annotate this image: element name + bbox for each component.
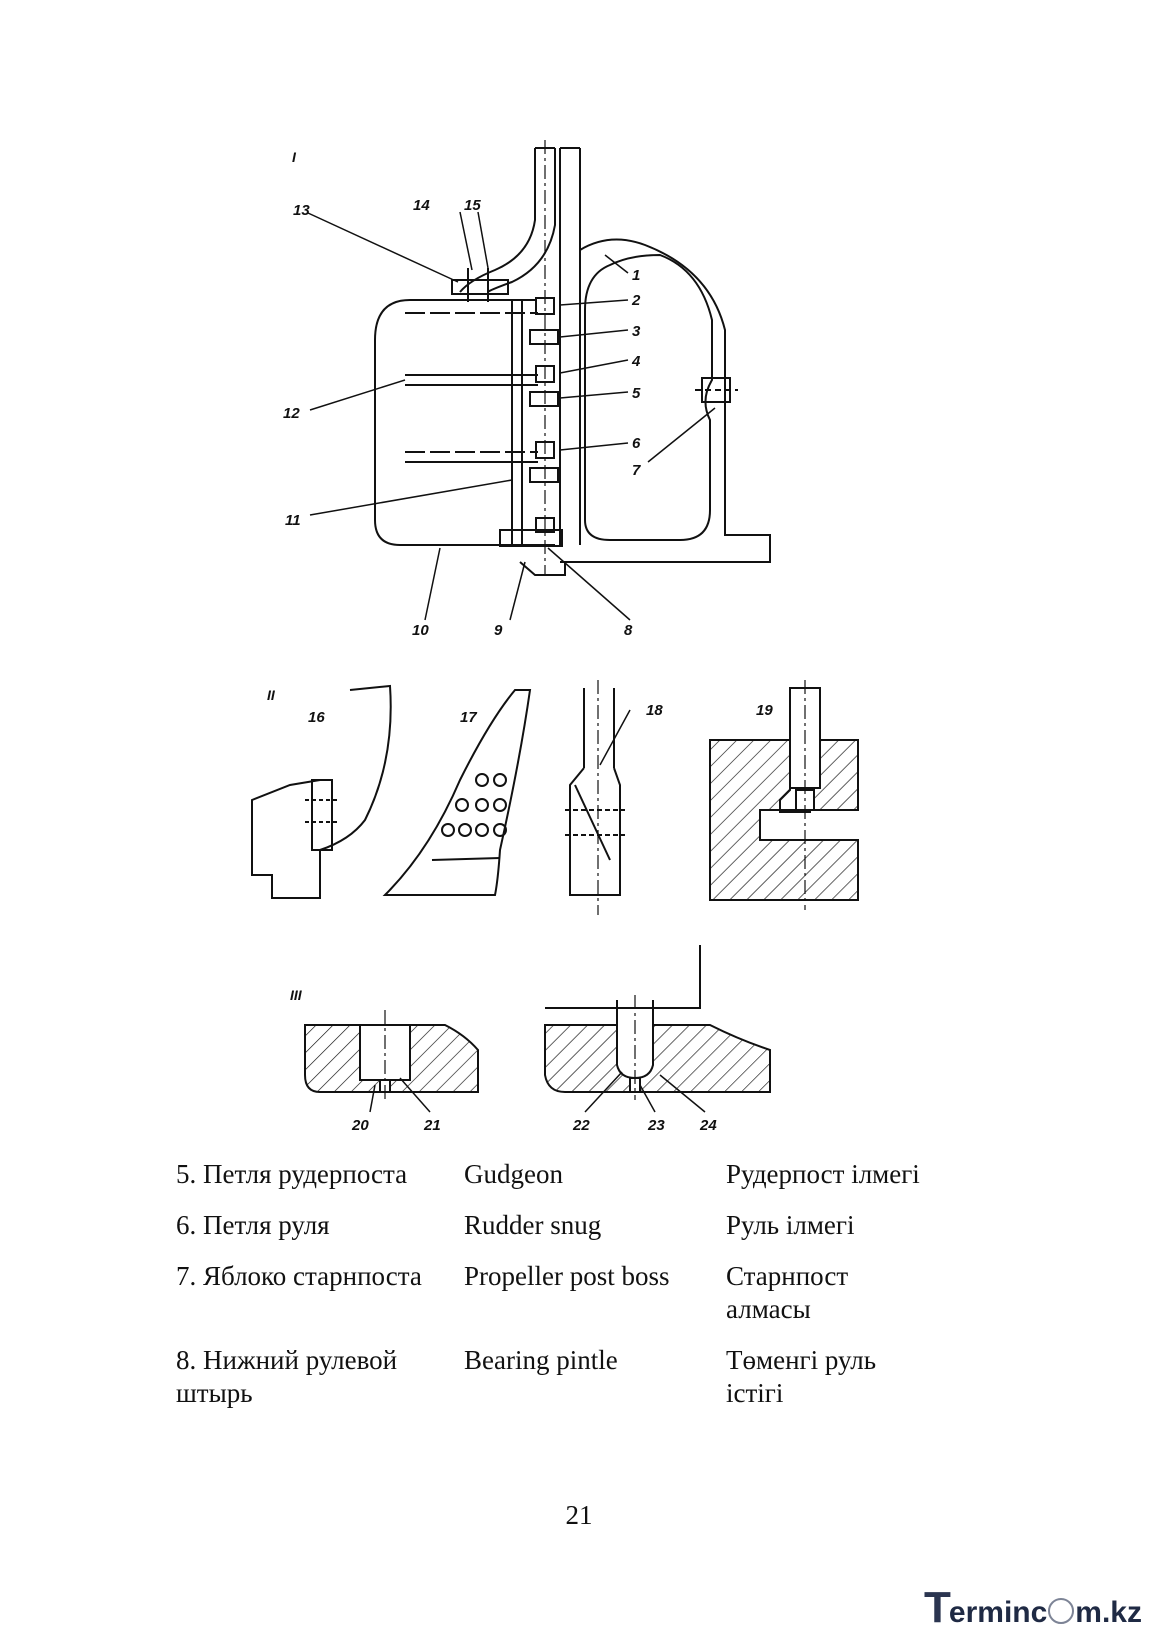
section-ii-drawing [251,680,859,915]
rudder-figure: I II III 1 2 3 4 5 6 7 8 9 10 11 12 13 1… [251,140,859,1134]
term-english: Gudgeon [464,1159,563,1189]
term-row: 7. Яблоко старнпоста Propeller post boss… [176,1260,936,1326]
section-label-iii: III [290,987,303,1003]
part-label-19: 19 [756,702,773,719]
part-label-11: 11 [285,512,301,529]
section-iii-drawing [304,945,771,1100]
term-russian: 7. Яблоко старнпоста [176,1261,422,1291]
part-label-6: 6 [632,435,641,452]
part-label-15: 15 [464,197,481,214]
part-label-5: 5 [632,385,641,402]
term-russian: 6. Петля руля [176,1210,330,1240]
part-label-4: 4 [631,353,641,370]
term-russian: 5. Петля рудерпоста [176,1159,408,1189]
part-label-3: 3 [632,323,641,340]
watermark-text: erminc [948,1596,1048,1629]
part-label-8: 8 [624,622,633,639]
part-label-20: 20 [351,1117,369,1134]
page-number: 21 [565,1500,593,1530]
part-label-14: 14 [413,197,430,214]
watermark-initial: T [924,1583,951,1632]
term-english: Bearing pintle [464,1345,618,1375]
part-label-7: 7 [632,462,641,479]
part-label-10: 10 [412,622,429,639]
term-russian: 8. Нижний рулевой штырь [176,1345,398,1408]
term-english: Propeller post boss [464,1261,670,1291]
part-label-1: 1 [632,267,640,284]
term-kazakh: Руль ілмегі [726,1210,855,1240]
part-label-13: 13 [293,202,310,219]
terminology-table: 5. Петля рудерпоста Gudgeon Рудерпост іл… [176,1158,936,1428]
part-label-18: 18 [646,702,663,719]
term-kazakh: Рудерпост ілмегі [726,1159,920,1189]
section-label-ii: II [267,687,276,703]
term-kazakh: Төменгі руль істігі [726,1345,877,1408]
term-row: 8. Нижний рулевой штырь Bearing pintle Т… [176,1344,936,1410]
part-label-16: 16 [308,709,325,726]
section-label-i: I [292,149,297,165]
part-label-9: 9 [494,622,503,639]
part-label-21: 21 [423,1117,441,1134]
part-label-12: 12 [283,405,300,422]
part-label-17: 17 [460,709,477,726]
term-kazakh: Старнпост алмасы [726,1261,849,1324]
term-row: 6. Петля руля Rudder snug Руль ілмегі [176,1209,936,1242]
part-label-2: 2 [631,292,641,309]
section-i-drawing [374,140,771,576]
part-label-24: 24 [699,1117,717,1134]
watermark-domain: m.kz [1075,1596,1142,1629]
part-label-23: 23 [647,1117,665,1134]
term-english: Rudder snug [464,1210,602,1240]
part-label-22: 22 [572,1117,590,1134]
term-row: 5. Петля рудерпоста Gudgeon Рудерпост іл… [176,1158,936,1191]
watermark-logo: T erminc m.kz [924,1583,1142,1633]
leader-lines [307,211,716,1113]
magnifier-icon [1048,1598,1075,1624]
figure-labels: I II III 1 2 3 4 5 6 7 8 9 10 11 12 13 1… [267,149,773,1134]
